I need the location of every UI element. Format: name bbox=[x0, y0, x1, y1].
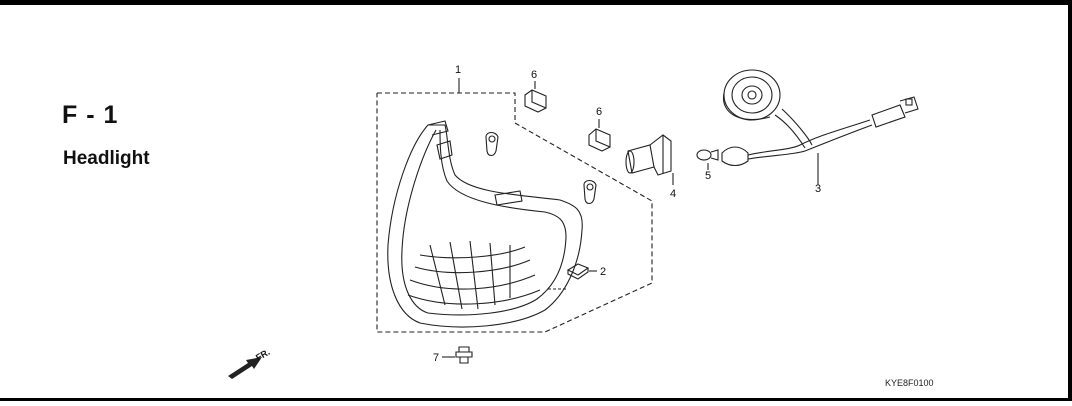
callout-7: 7 bbox=[433, 352, 439, 364]
callout-2: 2 bbox=[600, 266, 606, 278]
callout-1: 1 bbox=[455, 64, 461, 76]
assembly-boundary bbox=[376, 92, 653, 333]
drawing-code: KYE8F0100 bbox=[885, 378, 934, 388]
front-marker-label: FR. bbox=[254, 347, 272, 363]
section-title: Headlight bbox=[63, 148, 150, 169]
rubber-cap-part-6-lower bbox=[588, 119, 611, 152]
callout-6-lower: 6 bbox=[596, 106, 602, 118]
rubber-cap-part-6-upper bbox=[524, 81, 547, 113]
socket-harness-part-3 bbox=[721, 69, 919, 185]
callout-3: 3 bbox=[815, 183, 821, 195]
position-bulb-part-5 bbox=[696, 149, 719, 170]
front-direction-arrow-icon: FR. bbox=[228, 347, 272, 379]
clip-upper bbox=[485, 131, 499, 157]
section-code: F - 1 bbox=[62, 101, 119, 129]
callout-5: 5 bbox=[705, 170, 711, 182]
screw-part-7 bbox=[442, 346, 473, 364]
clip-nut-part-2 bbox=[566, 263, 597, 280]
headlight-bulb-part-4 bbox=[625, 134, 674, 185]
clip-lower bbox=[583, 179, 597, 205]
headlight-exploded-diagram: 1 2 3 4 5 6 6 7 FR. bbox=[228, 64, 919, 379]
callout-6-upper: 6 bbox=[531, 69, 537, 81]
callout-4: 4 bbox=[670, 188, 676, 200]
headlight-housing bbox=[387, 120, 583, 328]
